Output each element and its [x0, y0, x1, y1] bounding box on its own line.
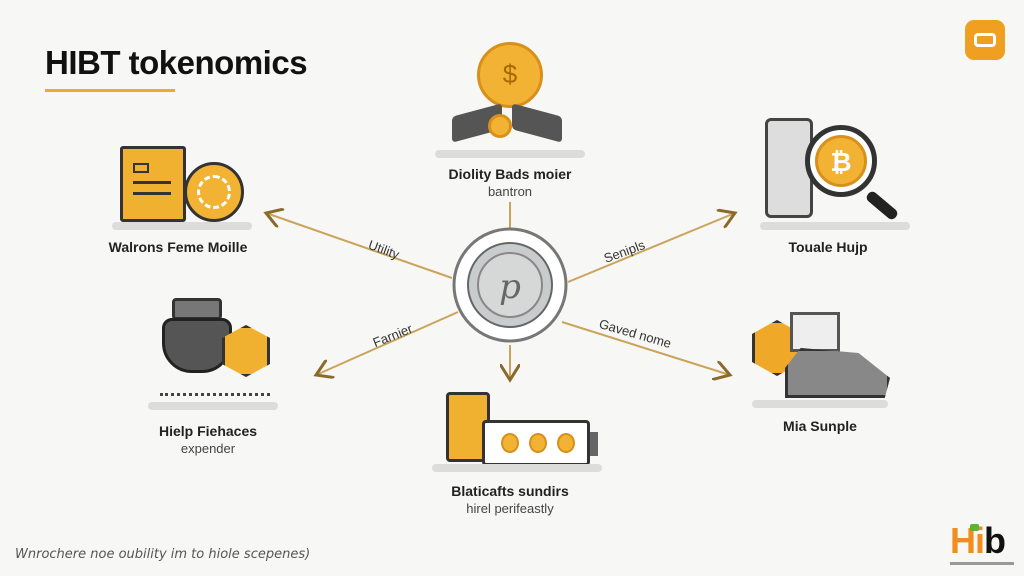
arrow-lower-left	[316, 311, 459, 375]
node-subtitle: expender	[180, 441, 236, 456]
arrow-right	[567, 213, 735, 283]
node-left: Walrons Feme Moille	[109, 239, 248, 255]
hib-logo: Hib	[950, 522, 1014, 565]
footer-caption: Wnrochere noe oubility im to hiole scepe…	[15, 547, 311, 562]
title-underline	[45, 89, 175, 92]
node-subtitle: hirel perifeastly	[466, 501, 554, 516]
arrow-lower-right	[561, 321, 730, 375]
svg-text:p: p	[499, 267, 521, 307]
node-title: Blaticafts sundirs	[451, 483, 569, 499]
arrow-left	[266, 213, 453, 279]
node-title: Touale Hujp	[788, 239, 868, 255]
camera-icon[interactable]	[965, 20, 1005, 60]
node-title: Mia Sunple	[783, 418, 857, 434]
node-subtitle: bantron	[487, 184, 533, 199]
hibt-coin-icon: p	[452, 227, 568, 343]
node-lower-left: Hielp Fiehaces expender	[159, 423, 257, 456]
node-title: Diolity Bads moier	[448, 166, 572, 182]
node-bottom: Blaticafts sundirs hirel perifeastly	[451, 483, 568, 516]
node-top: Diolity Bads moier bantron	[449, 166, 572, 199]
node-lower-right: Mia Sunple	[783, 418, 857, 434]
node-title: Hielp Fiehaces	[158, 423, 258, 439]
page-title: HIBT tokenomics	[45, 44, 308, 81]
node-right: Touale Hujp	[788, 239, 867, 255]
node-title: Walrons Feme Moille	[108, 239, 248, 255]
